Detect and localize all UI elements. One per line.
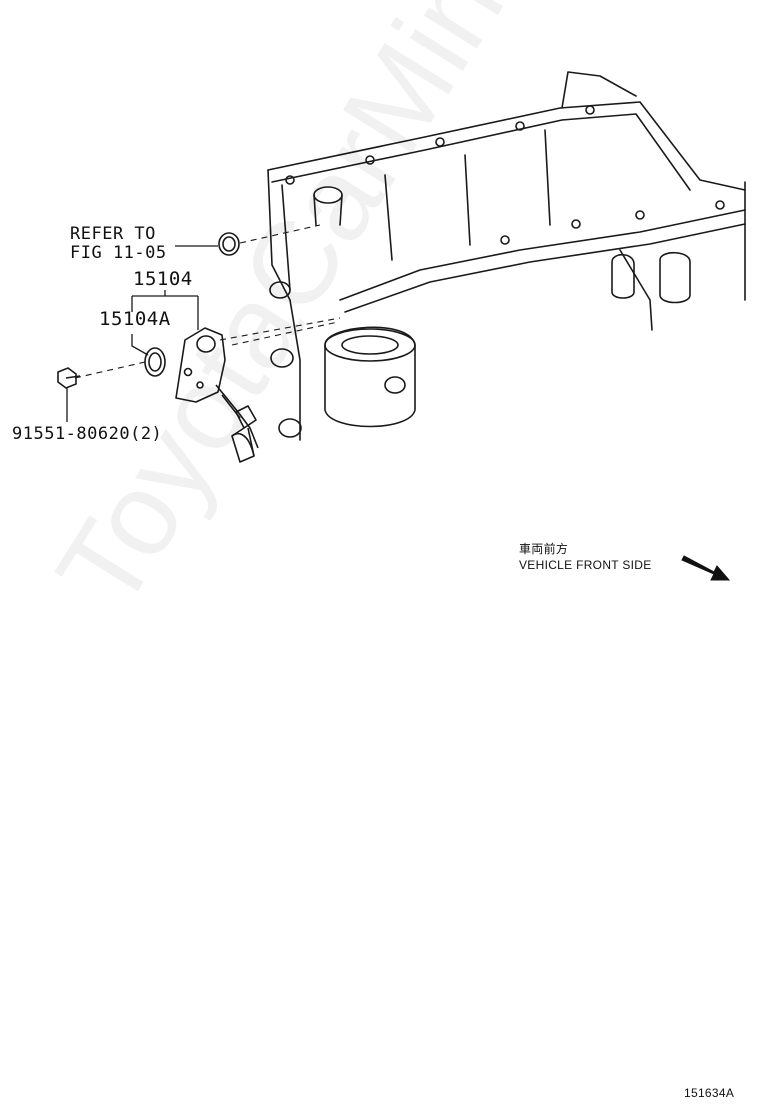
- o-ring-refer: [218, 232, 240, 256]
- leader-15104: [131, 290, 199, 330]
- orientation-label-en: VEHICLE FRONT SIDE: [519, 558, 652, 572]
- arrow-down-right-icon: [681, 555, 731, 581]
- assembly-line-o-ring: [239, 224, 321, 244]
- assembly-line-bolt: [74, 361, 146, 379]
- callout-refer-line2: FIG 11-05: [70, 243, 167, 263]
- assembly-line-sensor: [219, 317, 341, 341]
- bolt-91551: [57, 367, 81, 389]
- illustration-id: 151634A: [684, 1086, 735, 1100]
- oil-level-sensor-15104: [175, 327, 259, 463]
- oil-filter-boss: [324, 326, 416, 428]
- callout-refer-line1: REFER TO: [70, 224, 156, 244]
- orientation-label-jp: 車両前方: [519, 542, 569, 556]
- block-top-rim: [267, 101, 746, 191]
- leader-15104a: [131, 334, 149, 356]
- callout-part-15104: 15104: [133, 268, 193, 290]
- callout-bolt: 91551-80620(2): [12, 424, 163, 444]
- block-left-face: [267, 169, 301, 441]
- o-ring-15104a: [144, 347, 166, 377]
- block-flange: [339, 209, 746, 301]
- callout-part-15104a: 15104A: [99, 308, 171, 330]
